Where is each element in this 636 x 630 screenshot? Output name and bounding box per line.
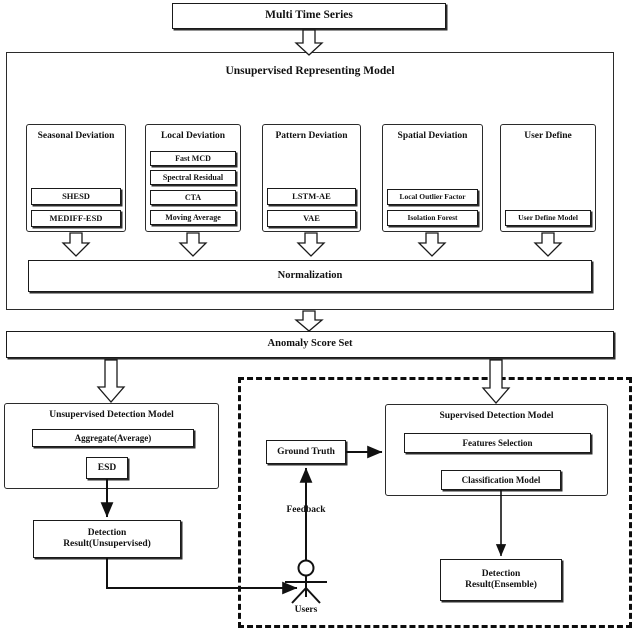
- item-spectral-residual: Spectral Residual: [150, 170, 236, 185]
- item-fast-mcd: Fast MCD: [150, 151, 236, 166]
- column-local-deviation-title: Local Deviation: [160, 131, 226, 141]
- supervised-region-dashed-border: [238, 377, 632, 628]
- node-detection-result-ensemble: Detection Result(Ensemble): [440, 559, 562, 601]
- node-classification-model: Classification Model: [441, 470, 561, 490]
- item-vae: VAE: [267, 210, 356, 227]
- column-pattern-deviation-title: Pattern Deviation: [275, 131, 348, 141]
- node-normalization-label: Normalization: [277, 269, 343, 281]
- node-detection-result-unsupervised: Detection Result(Unsupervised): [33, 520, 181, 558]
- column-seasonal-deviation-title: Seasonal Deviation: [37, 131, 115, 141]
- panel-supervised-detection-model-title: Supervised Detection Model: [439, 411, 554, 421]
- detection-result-ensemble-line2: Result(Ensemble): [465, 580, 537, 590]
- item-cta: CTA: [150, 190, 236, 205]
- item-lstm-ae: LSTM-AE: [267, 188, 356, 205]
- item-user-define-model: User Define Model: [505, 210, 591, 226]
- detection-result-ensemble-line1: Detection: [481, 569, 521, 580]
- label-feedback: Feedback: [286, 505, 326, 515]
- node-anomaly-score-set-label: Anomaly Score Set: [267, 338, 353, 350]
- block-arrow-representing-to-score-set: [294, 310, 324, 332]
- node-anomaly-score-set: Anomaly Score Set: [6, 331, 614, 358]
- panel-unsupervised-detection-model-title: Unsupervised Detection Model: [49, 410, 174, 420]
- item-moving-average: Moving Average: [150, 210, 236, 225]
- node-normalization: Normalization: [28, 260, 592, 292]
- detection-result-unsupervised-line2: Result(Unsupervised): [63, 539, 151, 549]
- panel-unsupervised-representing-model-title: Unsupervised Representing Model: [225, 65, 395, 77]
- node-aggregate-average: Aggregate(Average): [32, 429, 194, 447]
- item-isolation-forest: Isolation Forest: [387, 210, 478, 226]
- detection-result-unsupervised-line1: Detection: [87, 528, 127, 539]
- block-arrow-score-set-to-unsupervised: [96, 359, 126, 403]
- node-multi-time-series: Multi Time Series: [172, 3, 446, 29]
- column-user-define-title: User Define: [524, 131, 572, 141]
- item-local-outlier-factor: Local Outlier Factor: [387, 189, 478, 205]
- column-spatial-deviation-title: Spatial Deviation: [397, 131, 468, 141]
- node-ground-truth: Ground Truth: [266, 440, 346, 464]
- label-users: Users: [294, 605, 318, 615]
- item-mediff-esd: MEDIFF-ESD: [31, 210, 121, 227]
- node-esd: ESD: [86, 457, 128, 479]
- node-multi-time-series-label: Multi Time Series: [265, 9, 353, 22]
- node-features-selection: Features Selection: [404, 433, 591, 453]
- item-shesd: SHESD: [31, 188, 121, 205]
